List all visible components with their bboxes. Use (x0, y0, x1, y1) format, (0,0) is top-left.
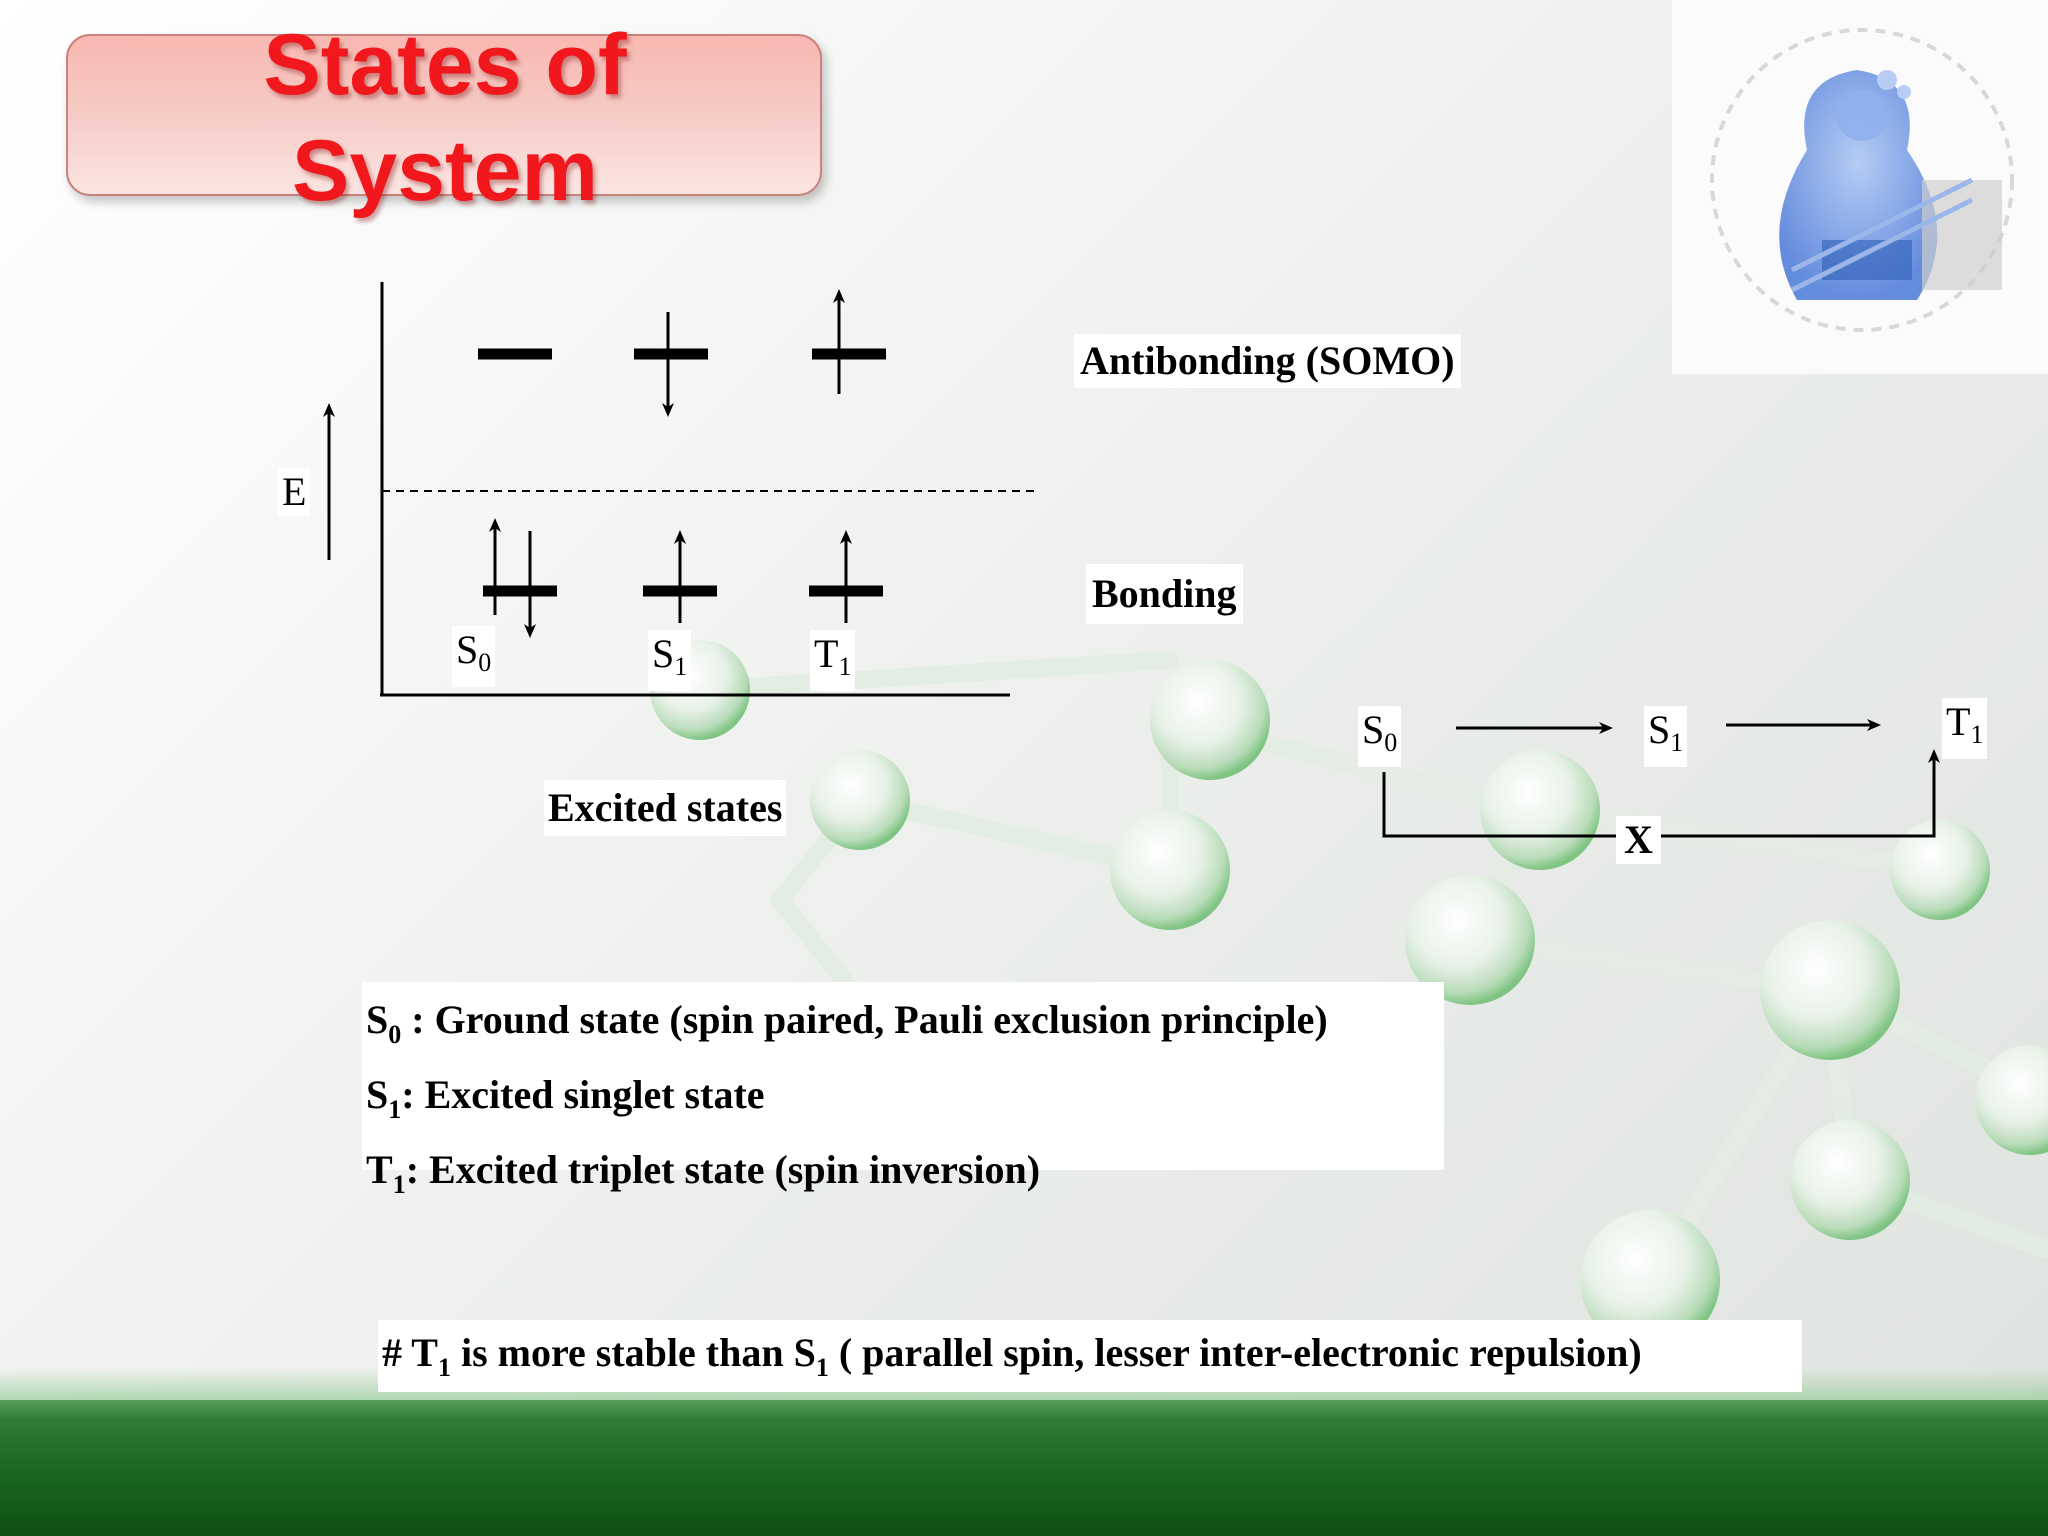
scheme-node-t1: T1 (1942, 698, 1988, 759)
scheme-node-s0: S0 (1358, 706, 1402, 767)
state-label-s0: S0 (452, 626, 496, 687)
scheme-node-s1: S1 (1644, 706, 1688, 767)
logo-panel (1672, 0, 2048, 374)
state-label-s1: S1 (648, 630, 692, 691)
energy-axis-label: E (278, 468, 311, 516)
excited-states-caption: Excited states (544, 780, 787, 836)
state-label-t1: T1 (810, 630, 856, 691)
antibonding-label: Antibonding (SOMO) (1074, 334, 1461, 388)
state-legend: S0 : Ground state (spin paired, Pauli ex… (362, 982, 1444, 1199)
legend-line-s1: S1: Excited singlet state (366, 1072, 765, 1124)
forbidden-mark: X (1616, 816, 1661, 864)
title-box (66, 34, 822, 196)
slide-title: States of System (263, 17, 627, 219)
university-emblem-icon (1710, 28, 2014, 332)
bonding-label: Bonding (1086, 564, 1243, 624)
footer-band (0, 1400, 2048, 1536)
stability-note: # T1 is more stable than S1 ( parallel s… (378, 1320, 1802, 1392)
legend-line-t1: T1: Excited triplet state (spin inversio… (366, 1147, 1041, 1199)
legend-line-s0: S0 : Ground state (spin paired, Pauli ex… (366, 997, 1328, 1049)
